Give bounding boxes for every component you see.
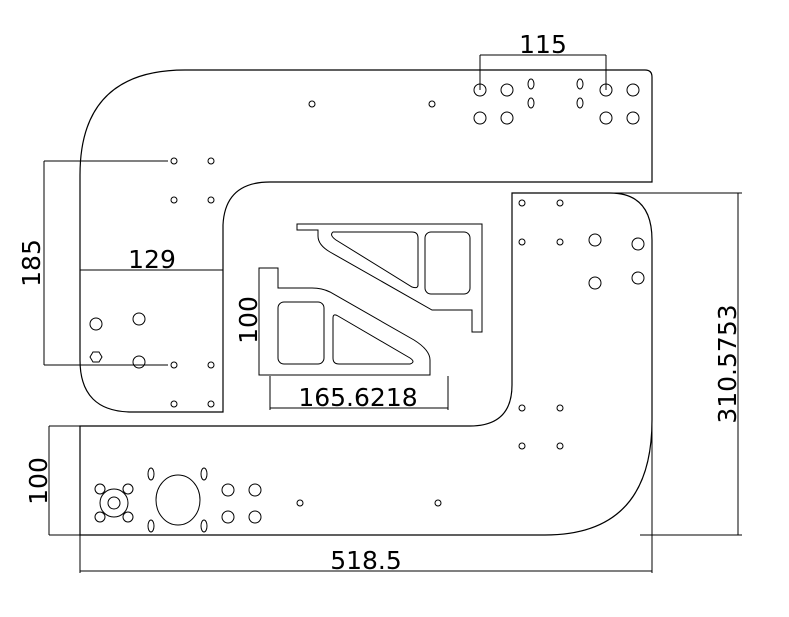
- holes-top-arm: [308, 78, 640, 125]
- dim-label-115: 115: [519, 30, 567, 59]
- profile-lower: [258, 267, 431, 376]
- dim-label-518-5: 518.5: [330, 546, 402, 575]
- dim-label-129: 129: [128, 245, 176, 274]
- dimension-right-height: 310.5753: [512, 192, 742, 536]
- dimension-top-width: 115: [479, 30, 607, 90]
- holes-right-arm: [518, 199, 645, 450]
- dimension-profile-height: 100: [234, 296, 263, 344]
- holes-left-side: [89, 157, 215, 408]
- bottom-arm-outline: [79, 192, 653, 536]
- dim-label-100-profile: 100: [234, 296, 263, 344]
- dim-label-165-6218: 165.6218: [298, 383, 417, 412]
- holes-bottom-arm: [94, 467, 442, 533]
- dimension-left-inset: 129: [128, 245, 176, 274]
- dimension-bottom-height: 100: [24, 425, 82, 536]
- dim-label-185: 185: [17, 239, 46, 287]
- profile-upper: [296, 223, 483, 333]
- dim-label-100-bottom: 100: [24, 457, 53, 505]
- dimension-left-height: 185: [17, 160, 168, 366]
- dimension-profile-length: 165.6218: [269, 376, 449, 412]
- dim-label-310-5753: 310.5753: [713, 304, 742, 423]
- top-arm-outline: [79, 69, 653, 413]
- dimension-overall-width: 518.5: [79, 420, 653, 575]
